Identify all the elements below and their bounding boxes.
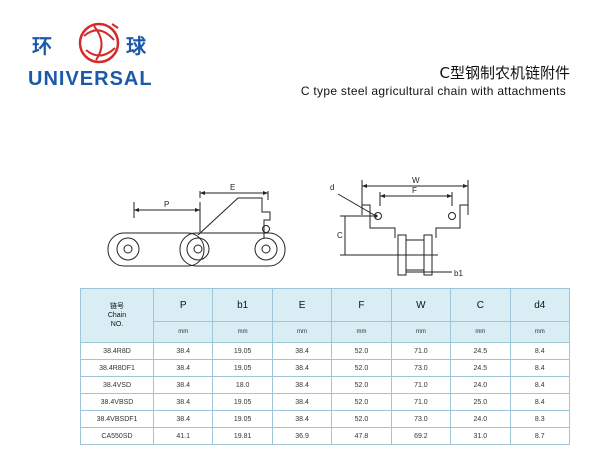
globe-icon <box>78 22 120 64</box>
value-cell: 8.4 <box>509 359 571 377</box>
unit-cell: mm <box>509 321 571 343</box>
value-cell: 52.0 <box>331 342 392 360</box>
value-cell: 52.0 <box>331 393 392 411</box>
unit-cell: mm <box>271 321 333 343</box>
value-cell: 24.0 <box>450 410 511 428</box>
value-cell: 19.05 <box>212 342 273 360</box>
value-cell: 38.4 <box>152 376 214 394</box>
value-cell: 38.4 <box>271 359 333 377</box>
label-f: F <box>412 186 417 195</box>
value-cell: 71.0 <box>390 342 452 360</box>
unit-cell: mm <box>331 321 392 343</box>
value-cell: 41.1 <box>152 427 214 445</box>
header-d4: d4 <box>509 288 571 322</box>
value-cell: 36.9 <box>271 427 333 445</box>
header-chain-en: Chain <box>107 312 127 319</box>
table-row: 38.4VBSD 38.4 19.05 38.4 52.0 71.0 25.0 … <box>80 393 571 411</box>
header-chain: 链号 Chain NO. <box>80 288 154 343</box>
page-title-cn: C型钢制农机链附件 <box>439 64 570 82</box>
chain-cell: 38.4R8DF1 <box>80 359 154 377</box>
header-chain-cn: 链号 <box>110 303 124 310</box>
table-row: 38.4R8DF1 38.4 19.05 38.4 52.0 73.0 24.5… <box>80 359 571 377</box>
table-header-row: 链号 Chain NO. P b1 E F W C d4 <box>80 288 571 343</box>
unit-cell: mm <box>152 321 214 343</box>
label-d: d <box>330 183 334 192</box>
value-cell: 52.0 <box>331 359 392 377</box>
value-cell: 18.0 <box>212 376 273 394</box>
label-e: E <box>230 183 235 192</box>
value-cell: 24.0 <box>450 376 511 394</box>
value-cell: 8.7 <box>509 427 571 445</box>
table-unit-row: mm mm mm mm mm mm mm <box>81 321 571 343</box>
value-cell: 38.4 <box>152 342 214 360</box>
table-row: 38.4VSD 38.4 18.0 38.4 52.0 71.0 24.0 8.… <box>80 376 571 394</box>
label-c: C <box>337 231 343 240</box>
chain-cell: 38.4VBSDF1 <box>80 410 154 428</box>
value-cell: 38.4 <box>271 410 333 428</box>
unit-cell: mm <box>212 321 273 343</box>
label-b1: b1 <box>454 269 463 278</box>
label-p: P <box>164 200 169 209</box>
value-cell: 71.0 <box>390 376 452 394</box>
header-e: E <box>271 288 333 322</box>
page-title-en: C type steel agricultural chain with att… <box>300 84 566 98</box>
logo-wordmark: UNIVERSAL <box>28 68 153 90</box>
chain-cell: 38.4VBSD <box>80 393 154 411</box>
chain-cell: 38.4VSD <box>80 376 154 394</box>
unit-cell: mm <box>450 321 511 343</box>
header-chain-no: NO. <box>110 321 124 328</box>
value-cell: 71.0 <box>390 393 452 411</box>
logo-cn-right: 球 <box>126 34 146 58</box>
unit-cell: mm <box>390 321 452 343</box>
value-cell: 8.3 <box>509 410 571 428</box>
value-cell: 38.4 <box>152 393 214 411</box>
value-cell: 31.0 <box>450 427 511 445</box>
value-cell: 19.05 <box>212 393 273 411</box>
end-view-drawing <box>337 180 469 276</box>
header-p: P <box>152 288 214 322</box>
chain-cell: CA550SD <box>80 427 154 445</box>
value-cell: 8.4 <box>509 393 571 411</box>
value-cell: 25.0 <box>450 393 511 411</box>
header-c: C <box>450 288 511 322</box>
value-cell: 38.4 <box>152 410 214 428</box>
value-cell: 24.5 <box>450 342 511 360</box>
table-row: CA550SD 41.1 19.81 36.9 47.8 69.2 31.0 8… <box>80 427 571 445</box>
value-cell: 52.0 <box>331 410 392 428</box>
value-cell: 38.4 <box>271 393 333 411</box>
company-logo: 环 球 UNIVERSAL <box>28 18 168 98</box>
table-row: 38.4VBSDF1 38.4 19.05 38.4 52.0 73.0 24.… <box>80 410 571 428</box>
value-cell: 38.4 <box>271 342 333 360</box>
value-cell: 73.0 <box>390 410 452 428</box>
side-view-drawing <box>107 191 286 267</box>
chain-diagram: P E W F d C b1 <box>107 176 469 278</box>
value-cell: 52.0 <box>331 376 392 394</box>
spec-table: 链号 Chain NO. P b1 E F W C d4 mm mm mm mm… <box>80 288 571 445</box>
value-cell: 69.2 <box>390 427 452 445</box>
logo-cn-left: 环 <box>32 34 52 58</box>
value-cell: 38.4 <box>271 376 333 394</box>
chain-cell: 38.4R8D <box>80 342 154 360</box>
table-row: 38.4R8D 38.4 19.05 38.4 52.0 71.0 24.5 8… <box>80 342 571 360</box>
value-cell: 19.05 <box>212 410 273 428</box>
value-cell: 73.0 <box>390 359 452 377</box>
value-cell: 19.81 <box>212 427 273 445</box>
value-cell: 8.4 <box>509 376 571 394</box>
header-b1: b1 <box>212 288 273 322</box>
value-cell: 19.05 <box>212 359 273 377</box>
value-cell: 24.5 <box>450 359 511 377</box>
label-w: W <box>412 176 420 185</box>
value-cell: 8.4 <box>509 342 571 360</box>
header-f: F <box>331 288 392 322</box>
value-cell: 38.4 <box>152 359 214 377</box>
value-cell: 47.8 <box>331 427 392 445</box>
header-w: W <box>390 288 452 322</box>
